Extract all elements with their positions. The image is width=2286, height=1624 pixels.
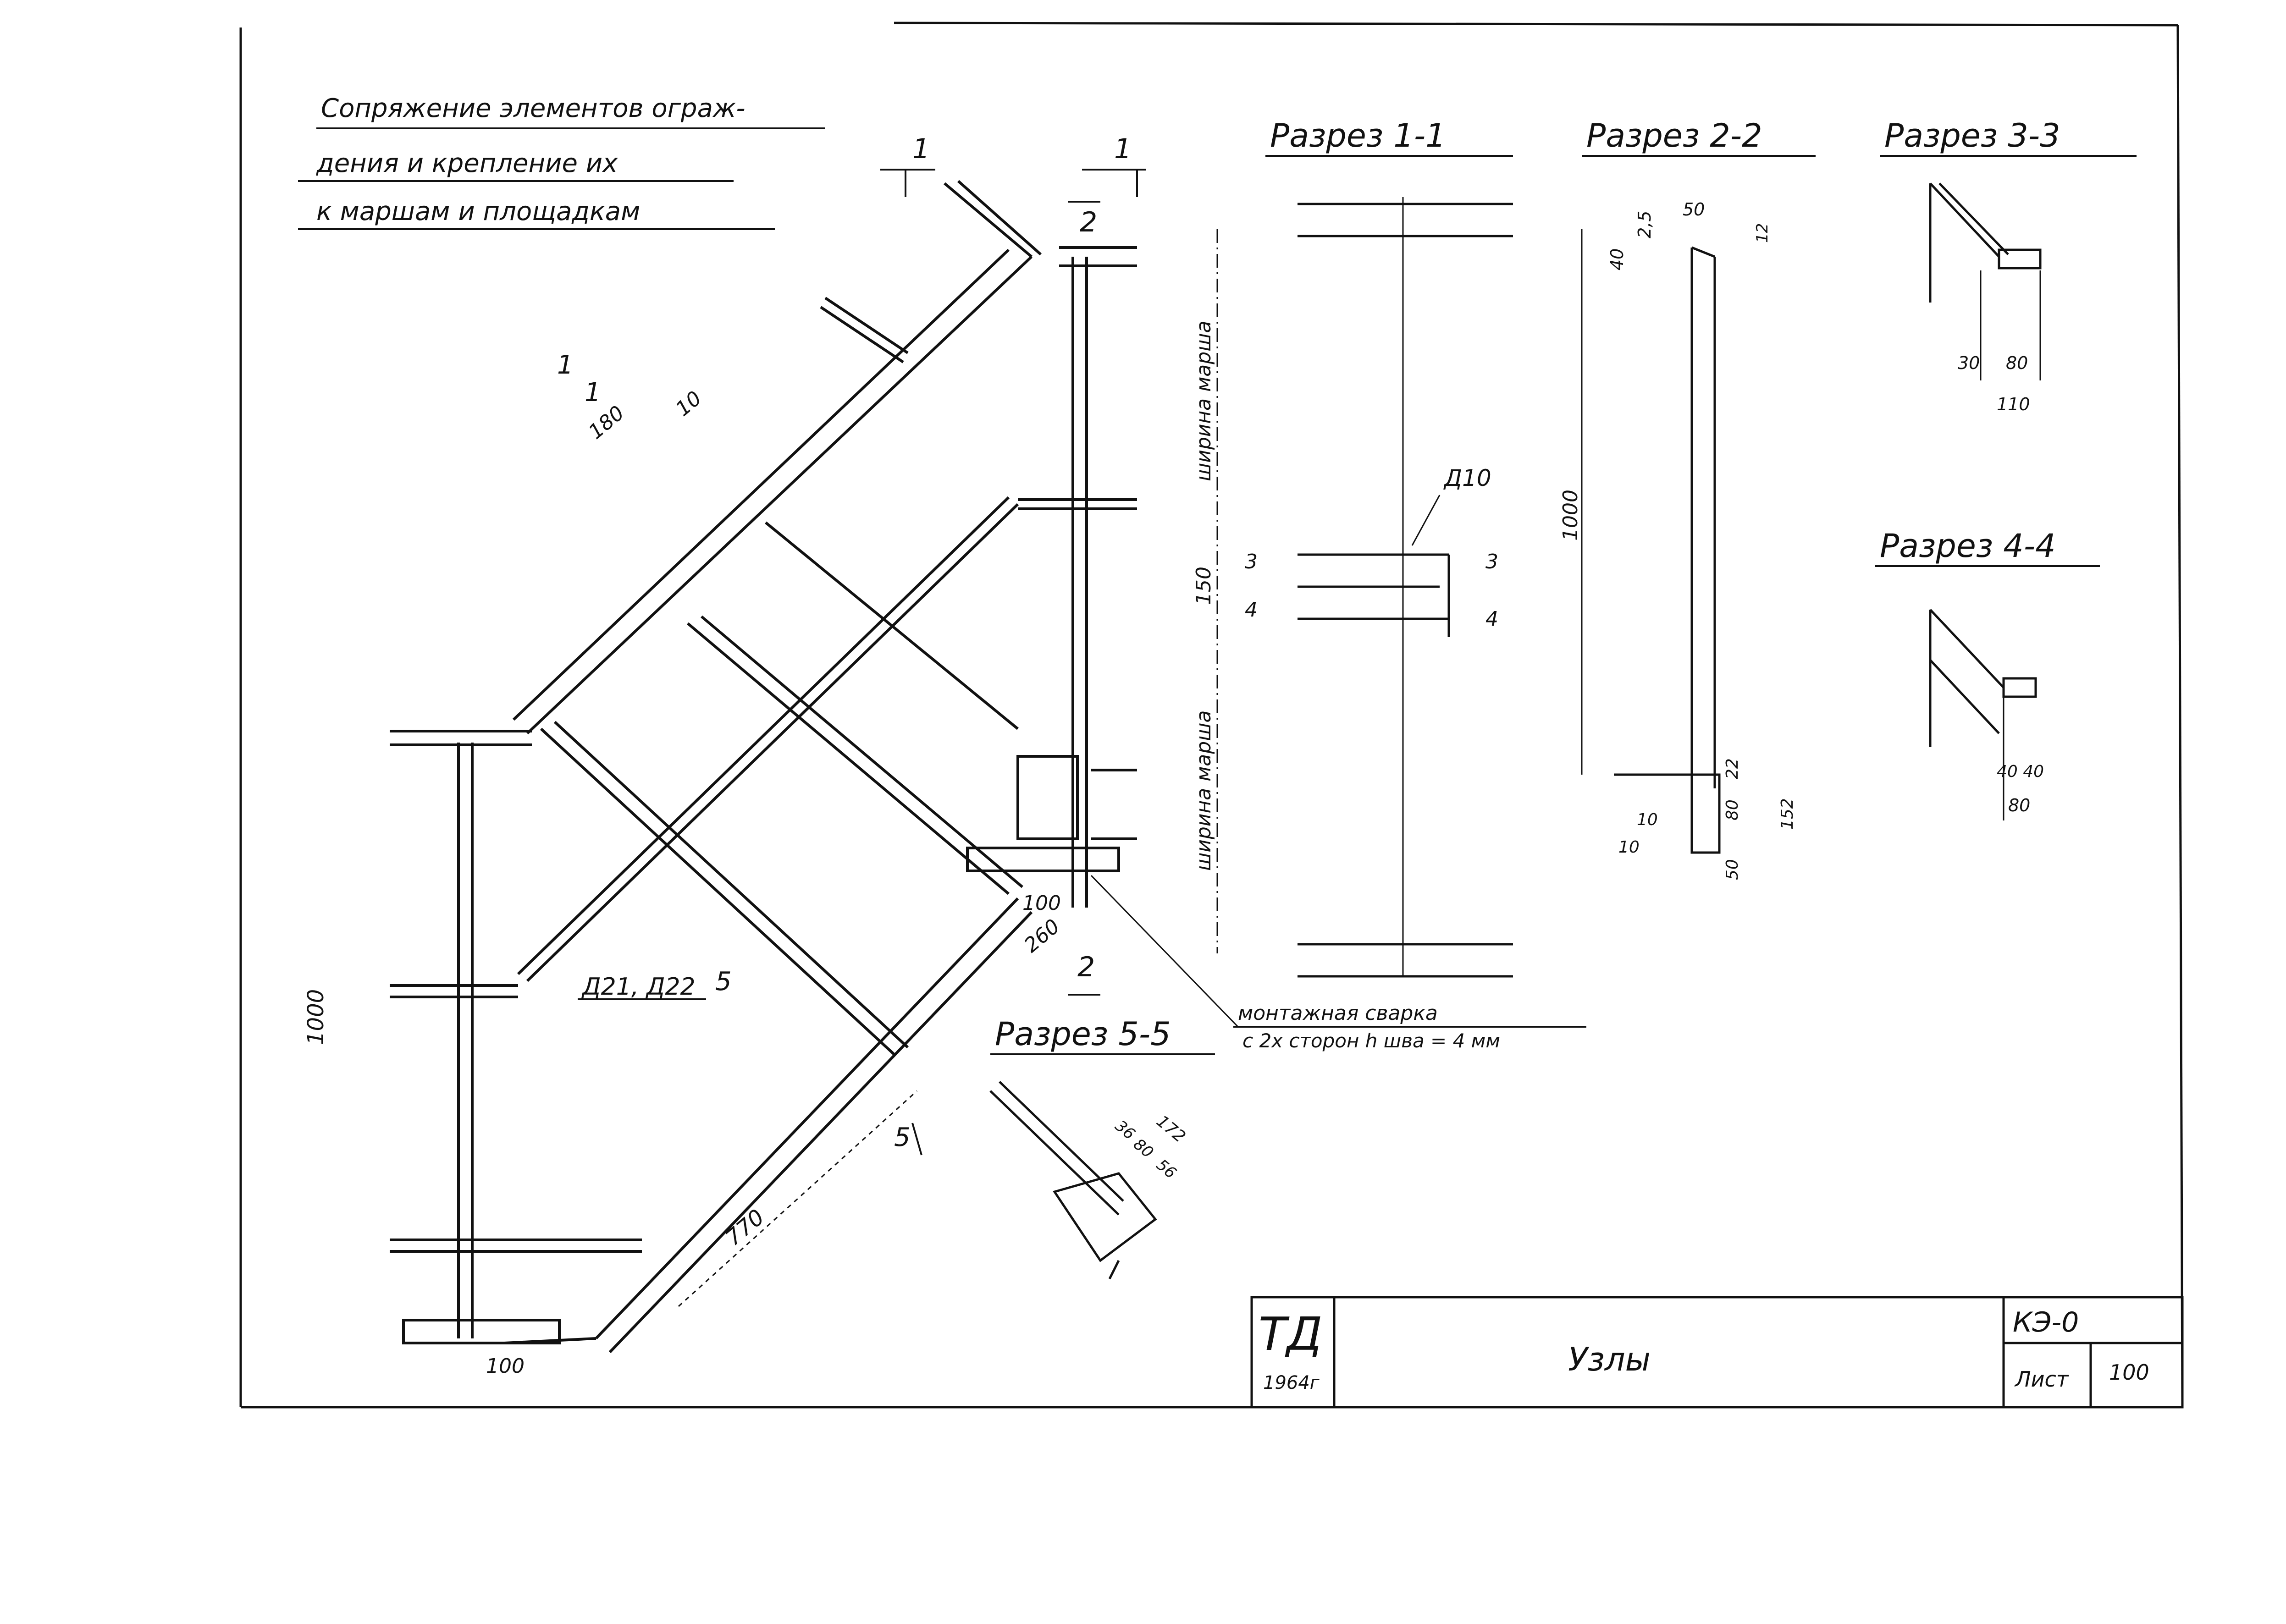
dim-260: 260 <box>1020 914 1064 957</box>
section-4-4-dim-40-40: 40 40 <box>1997 762 2044 781</box>
mark-2-bottom: 2 <box>1077 951 1095 983</box>
section-2-2-dim-80: 80 <box>1723 799 1742 820</box>
section-1-1-mark-3-left: 3 <box>1245 550 1258 573</box>
mark-5-lower: 5 <box>894 1123 911 1152</box>
dim-150: 150 <box>1192 567 1215 605</box>
section-3-3-title: Разрез 3-3 <box>1884 117 2060 154</box>
section-1-1-mark-3-right: 3 <box>1485 550 1498 573</box>
dim-100-mid: 100 <box>1022 892 1061 915</box>
titleblock-org: ТД <box>1259 1307 1322 1361</box>
section-1-1-mark-4-right: 4 <box>1485 607 1498 631</box>
section-2-2-dim-50: 50 <box>1683 199 1705 220</box>
mark-1-mid-b: 1 <box>585 378 601 407</box>
section-5-5: Разрез 5-5 172 36 80 56 <box>989 1015 1215 1280</box>
drawing-heading: Сопряжение элементов ограж- дения и креп… <box>298 94 825 230</box>
dim-10-top: 10 <box>671 386 706 421</box>
section-4-4-title: Разрез 4-4 <box>1880 527 2056 565</box>
section-3-3-dim-110: 110 <box>1997 394 2030 414</box>
section-3-3-dim-30: 30 <box>1958 353 1980 373</box>
weld-note-line-2: с 2х сторон h шва = 4 мм <box>1242 1029 1500 1052</box>
section-1-1: Разрез 1-1 Д10 3 4 3 4 <box>1245 117 1513 978</box>
mark-5-d21: 5 <box>715 967 732 996</box>
section-5-5-dim-36: 36 <box>1111 1117 1138 1143</box>
section-1-1-d10: Д10 <box>1443 465 1491 491</box>
section-5-5-dim-56: 56 <box>1153 1156 1180 1182</box>
dim-100-bottom: 100 <box>486 1354 525 1378</box>
dim-180: 180 <box>584 401 629 444</box>
section-3-3-dim-80: 80 <box>2006 353 2028 373</box>
section-2-2-dim-152: 152 <box>1778 798 1797 830</box>
titleblock-code: КЭ-0 <box>2013 1306 2079 1338</box>
title-block <box>1250 1296 2184 1409</box>
section-5-5-dim-172: 172 <box>1153 1112 1189 1146</box>
label-d21-d22: Д21, Д22 <box>581 973 696 1001</box>
mark-1-mid: 1 <box>557 350 574 380</box>
section-2-2-dim-10a: 10 <box>1637 810 1658 829</box>
titleblock-sheet-number: 100 <box>2109 1360 2149 1385</box>
weld-note: монтажная сварка с 2х сторон h шва = 4 м… <box>1090 875 1586 1052</box>
mark-1-left: 1 <box>912 133 930 165</box>
section-2-2-dim-2-5: 2,5 <box>1634 211 1655 238</box>
titleblock-title: Узлы <box>1568 1341 1651 1378</box>
dim-770: 770 <box>721 1204 769 1251</box>
mark-1-right: 1 <box>1114 133 1132 165</box>
label-march-width-bottom: ширина марша <box>1192 710 1215 871</box>
section-3-3: Разрез 3-3 30 80 110 <box>1880 117 2137 414</box>
section-markers <box>880 169 1146 1156</box>
section-5-5-dim-80: 80 <box>1130 1135 1157 1162</box>
heading-line-1: Сопряжение элементов ограж- <box>321 94 745 123</box>
heading-line-2: дения и крепление их <box>316 149 618 178</box>
section-2-2-dim-22: 22 <box>1723 758 1742 779</box>
titleblock-year: 1964г <box>1263 1372 1320 1393</box>
titleblock-sheet-label: Лист <box>2014 1367 2069 1392</box>
section-2-2: Разрез 2-2 1000 2,5 50 12 40 10 10 80 22… <box>1559 117 1816 880</box>
main-railing-view <box>390 180 1137 1354</box>
section-4-4: Разрез 4-4 40 40 80 <box>1875 527 2100 820</box>
section-4-4-dim-80: 80 <box>2008 795 2030 815</box>
dim-1000-left: 1000 <box>303 989 329 1045</box>
section-1-1-title: Разрез 1-1 <box>1270 117 1446 154</box>
section-2-2-dim-50b: 50 <box>1723 859 1742 880</box>
label-march-width-top: ширина марша <box>1192 321 1215 481</box>
mark-2-top: 2 <box>1080 206 1097 238</box>
section-5-5-title: Разрез 5-5 <box>995 1015 1171 1053</box>
section-2-2-dim-12: 12 <box>1753 223 1772 243</box>
heading-line-3: к маршам и площадкам <box>316 197 640 226</box>
section-1-1-mark-4-left: 4 <box>1245 598 1258 622</box>
weld-note-line-1: монтажная сварка <box>1238 1002 1438 1025</box>
section-2-2-dim-40: 40 <box>1607 248 1627 270</box>
section-2-2-dim-10b: 10 <box>1618 838 1640 857</box>
section-2-2-title: Разрез 2-2 <box>1586 117 1762 154</box>
section-2-2-dim-1000: 1000 <box>1559 490 1582 541</box>
